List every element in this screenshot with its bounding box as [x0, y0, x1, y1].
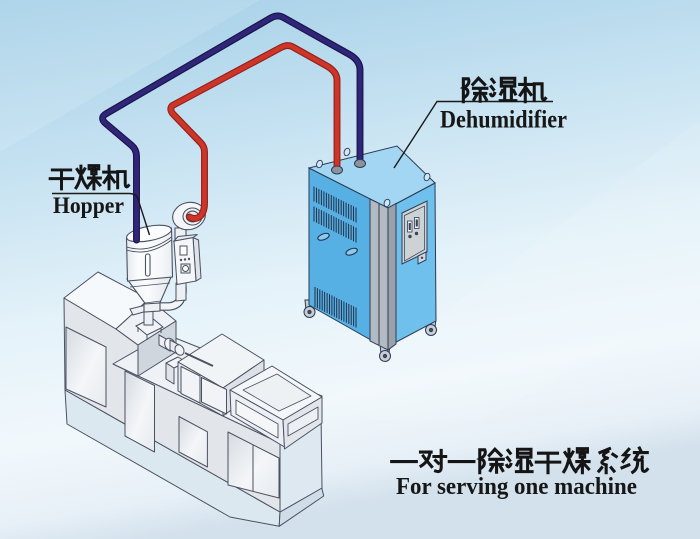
- svg-text:Dehumidifier: Dehumidifier: [440, 105, 567, 134]
- svg-text:For serving one machine: For serving one machine: [396, 473, 637, 500]
- svg-text:Hopper: Hopper: [53, 193, 124, 218]
